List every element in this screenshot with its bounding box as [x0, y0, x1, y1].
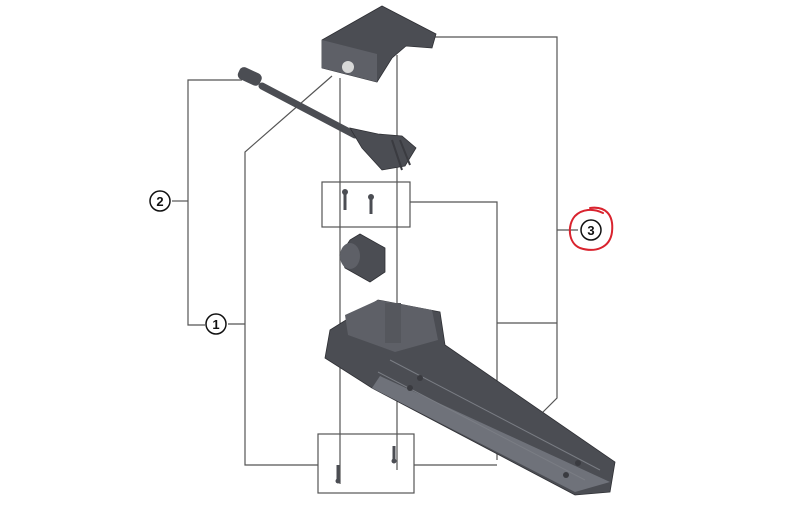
- callout-2: 2: [149, 190, 171, 212]
- leader-lines: [172, 36, 578, 494]
- lower-screw-box: [317, 433, 415, 494]
- cable-cord: [237, 67, 417, 171]
- callout-2-label: 2: [156, 194, 163, 209]
- top-cover: [321, 5, 437, 83]
- lower-screws: [335, 446, 397, 484]
- connector-block: [339, 233, 386, 283]
- leader-upper-screws: [410, 201, 498, 460]
- callout-1: 1: [205, 313, 227, 335]
- leader-1: [244, 75, 333, 466]
- callout-3: 3: [580, 219, 602, 241]
- callout-1-label: 1: [212, 317, 219, 332]
- upper-screws: [342, 189, 374, 214]
- red-annotation-circle: [568, 206, 614, 251]
- leader-3: [435, 36, 558, 424]
- mount-base-rail: [324, 299, 616, 496]
- callout-3-label: 3: [587, 223, 594, 238]
- upper-screw-box: [321, 181, 411, 228]
- leader-2: [187, 79, 242, 326]
